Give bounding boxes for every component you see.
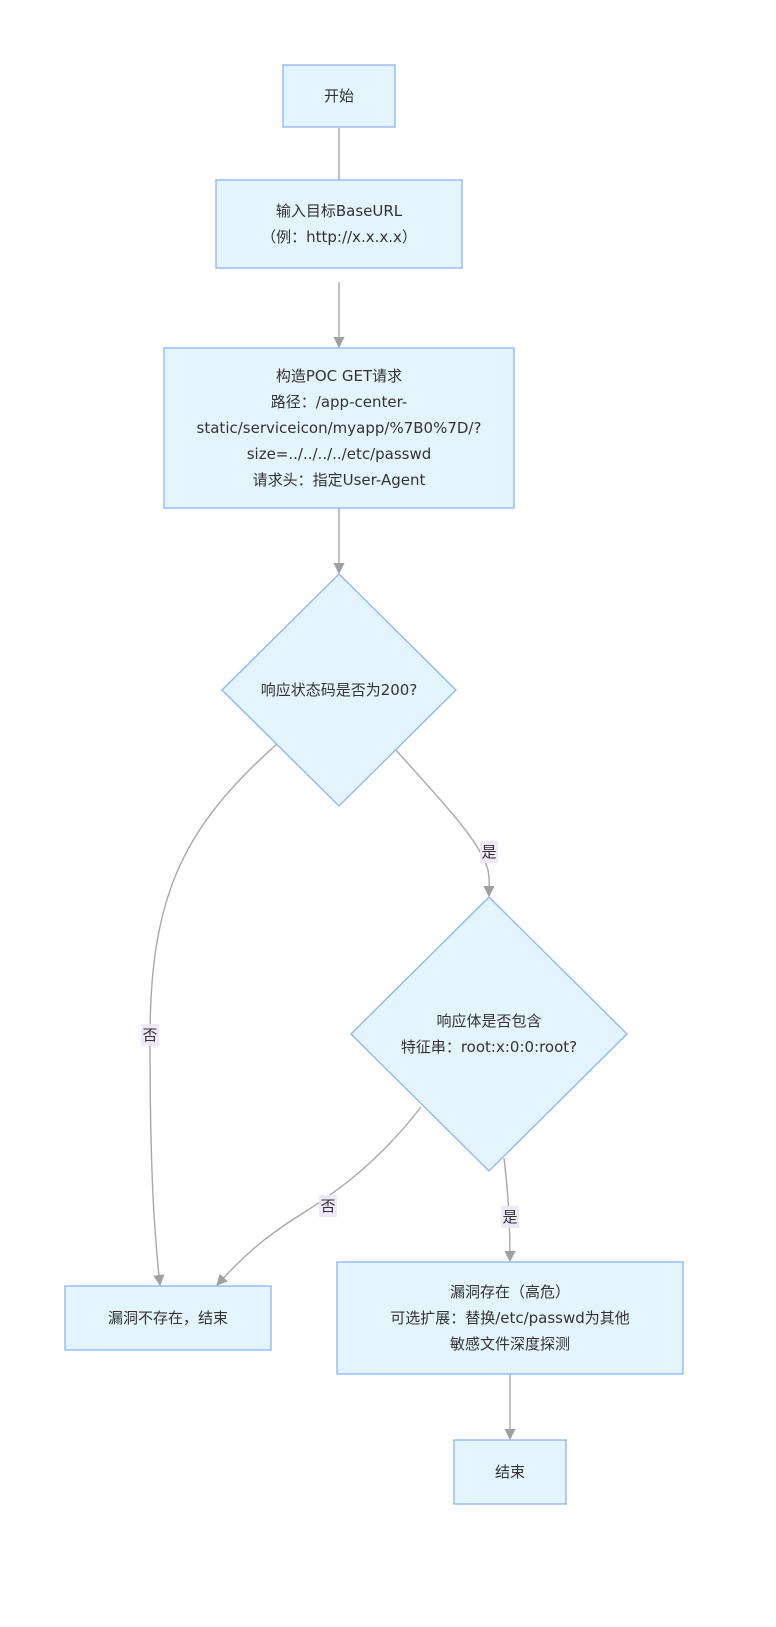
process-box bbox=[336, 1261, 684, 1375]
process-box bbox=[215, 179, 463, 269]
edge-label-body-vuln: 是 bbox=[501, 1206, 519, 1228]
edge-label-background bbox=[480, 841, 498, 863]
node-text-line: 敏感文件深度探测 bbox=[450, 1335, 570, 1353]
node-text-line: 响应体是否包含 bbox=[436, 1012, 541, 1030]
edge-status-body bbox=[395, 749, 495, 898]
node-end: 结束 bbox=[453, 1439, 567, 1505]
node-text-line: 漏洞不存在，结束 bbox=[108, 1309, 228, 1327]
node-poc: 构造POC GET请求路径：/app-center-static/service… bbox=[163, 347, 515, 509]
node-text-line: size=../../../../etc/passwd bbox=[247, 445, 432, 463]
edge-label-background bbox=[501, 1206, 519, 1228]
decision-diamond bbox=[350, 896, 628, 1172]
node-text-line: 输入目标BaseURL bbox=[276, 202, 403, 220]
edge-label-background bbox=[141, 1024, 159, 1046]
edge-body-notvuln bbox=[216, 1106, 422, 1286]
node-text-line: 响应状态码是否为200? bbox=[261, 681, 418, 699]
process-box bbox=[282, 64, 396, 128]
node-start: 开始 bbox=[282, 64, 396, 128]
node-text-line: 构造POC GET请求 bbox=[276, 367, 402, 385]
edge-status-notvuln bbox=[149, 743, 278, 1287]
edge-label-body-notvuln: 否 bbox=[319, 1195, 337, 1217]
node-text-line: 请求头：指定User-Agent bbox=[253, 471, 426, 489]
node-text-line: static/serviceicon/myapp/%7B0%7D/? bbox=[197, 419, 482, 437]
edge-label-status-notvuln: 否 bbox=[141, 1024, 159, 1046]
node-text-line: 特征串：root:x:0:0:root? bbox=[401, 1038, 577, 1056]
edge-label-text: 是 bbox=[502, 1208, 517, 1226]
node-status: 响应状态码是否为200? bbox=[221, 573, 457, 807]
edge-label-background bbox=[319, 1195, 337, 1217]
node-input: 输入目标BaseURL （例：http://x.x.x.x） bbox=[215, 179, 463, 269]
node-text-line: 可选扩展：替换/etc/passwd为其他 bbox=[390, 1309, 630, 1327]
edge-label-text: 否 bbox=[320, 1197, 335, 1215]
edge-label-text: 否 bbox=[142, 1026, 157, 1044]
edge-label-text: 是 bbox=[481, 843, 496, 861]
node-text-line: 结束 bbox=[495, 1463, 525, 1481]
process-box bbox=[453, 1439, 567, 1505]
node-text-line: 开始 bbox=[324, 87, 354, 105]
node-text-line: （例：http://x.x.x.x） bbox=[261, 228, 417, 246]
node-notvuln: 漏洞不存在，结束 bbox=[64, 1285, 272, 1351]
process-box bbox=[163, 347, 515, 509]
decision-diamond bbox=[221, 573, 457, 807]
node-text-line: 路径：/app-center- bbox=[271, 393, 407, 411]
edge-label-status-body: 是 bbox=[480, 841, 498, 863]
node-text-line: 漏洞存在（高危） bbox=[450, 1283, 570, 1301]
process-box bbox=[64, 1285, 272, 1351]
